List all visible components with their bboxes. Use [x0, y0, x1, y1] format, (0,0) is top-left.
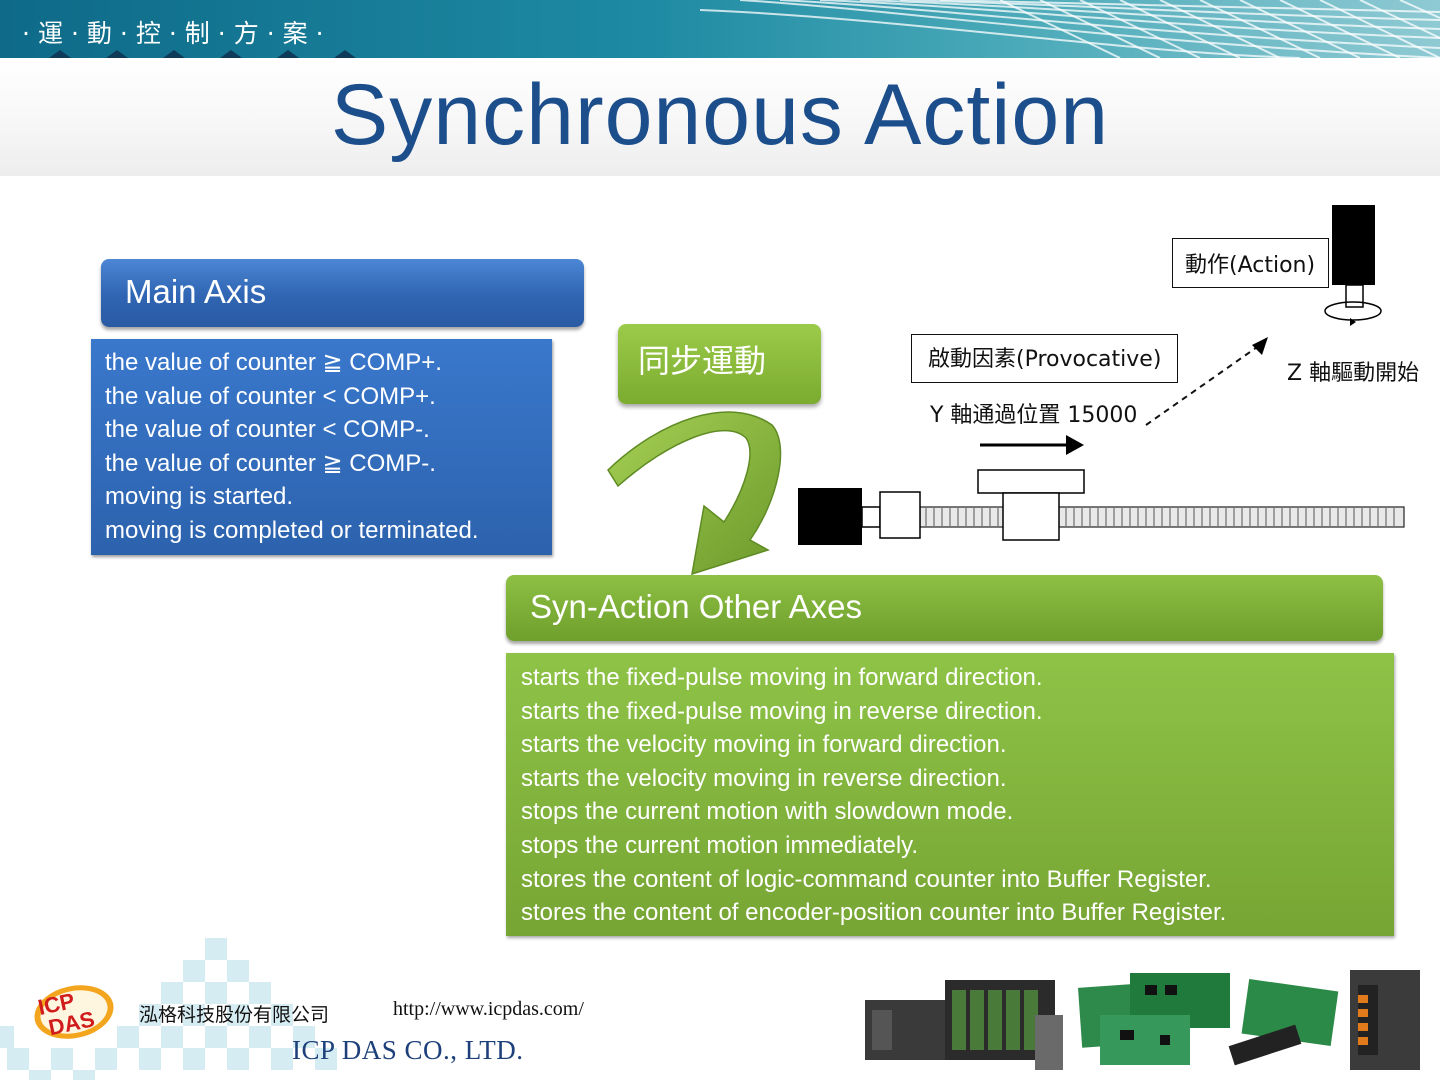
action-item: stops the current motion with slowdown m… [521, 798, 1014, 826]
icpdas-logo: ICP DAS [34, 985, 114, 1040]
company-name-en: ICP DAS CO., LTD. [292, 1035, 524, 1065]
banner-wave-decoration [700, 0, 1440, 58]
y-axis-pass-label: Y 軸通過位置 15000 [930, 403, 1138, 428]
title-band [0, 58, 1440, 176]
action-item: stops the current motion immediately. [521, 831, 919, 859]
condition-item: the value of counter < COMP+. [105, 382, 436, 410]
action-item: stores the content of encoder-position c… [521, 899, 1227, 927]
main-axis-header: Main Axis [101, 259, 584, 327]
product-images [865, 970, 1420, 1070]
main-axis-conditions-box: the value of counter ≧ COMP+. the value … [91, 339, 552, 555]
other-axes-title: Syn-Action Other Axes [530, 588, 862, 625]
action-item: starts the velocity moving in reverse di… [521, 764, 1007, 792]
company-name-cn: 泓格科技股份有限公司 [139, 1004, 330, 1026]
condition-item: the value of counter ≧ COMP+. [105, 349, 442, 376]
action-item: stores the content of logic-command coun… [521, 865, 1212, 893]
footer-checker-pattern [0, 938, 337, 1080]
condition-item: moving is completed or terminated. [105, 516, 479, 544]
action-item: starts the velocity moving in forward di… [521, 731, 1007, 759]
condition-item: the value of counter < COMP-. [105, 416, 430, 444]
main-axis-conditions-list: the value of counter ≧ COMP+. the value … [105, 346, 479, 548]
top-banner: ·運·動·控·制·方·案· [0, 0, 1440, 58]
curved-arrow-icon [607, 411, 782, 576]
company-url-link[interactable]: http://www.icpdas.com/ [393, 998, 584, 1020]
condition-item: the value of counter ≧ COMP-. [105, 449, 436, 477]
main-axis-title: Main Axis [125, 273, 267, 310]
action-item: starts the fixed-pulse moving in reverse… [521, 697, 1043, 725]
page-title: Synchronous Action [330, 67, 1110, 163]
banner-tick-marks [49, 50, 356, 58]
condition-item: moving is started. [105, 483, 294, 511]
sync-motion-label: 同步運動 [638, 342, 767, 380]
other-axes-header: Syn-Action Other Axes [506, 575, 1383, 641]
motion-diagram: 動作(Action) 啟動因素(Provocative) Y 軸通過位置 150… [790, 195, 1440, 565]
other-axes-actions-list: starts the fixed-pulse moving in forward… [521, 661, 1226, 930]
provocative-box: 啟動因素(Provocative) [911, 334, 1178, 383]
provocative-label: 啟動因素(Provocative) [928, 347, 1162, 372]
sync-motion-badge: 同步運動 [618, 324, 821, 404]
action-label: 動作(Action) [1185, 253, 1316, 278]
banner-label: ·運·動·控·制·方·案· [22, 19, 332, 48]
action-item: starts the fixed-pulse moving in forward… [521, 664, 1043, 691]
other-axes-actions-box: starts the fixed-pulse moving in forward… [506, 653, 1394, 936]
action-box: 動作(Action) [1172, 238, 1329, 288]
motion-diagram-graphic [798, 205, 1405, 545]
z-axis-start-label: Z 軸驅動開始 [1287, 361, 1420, 386]
